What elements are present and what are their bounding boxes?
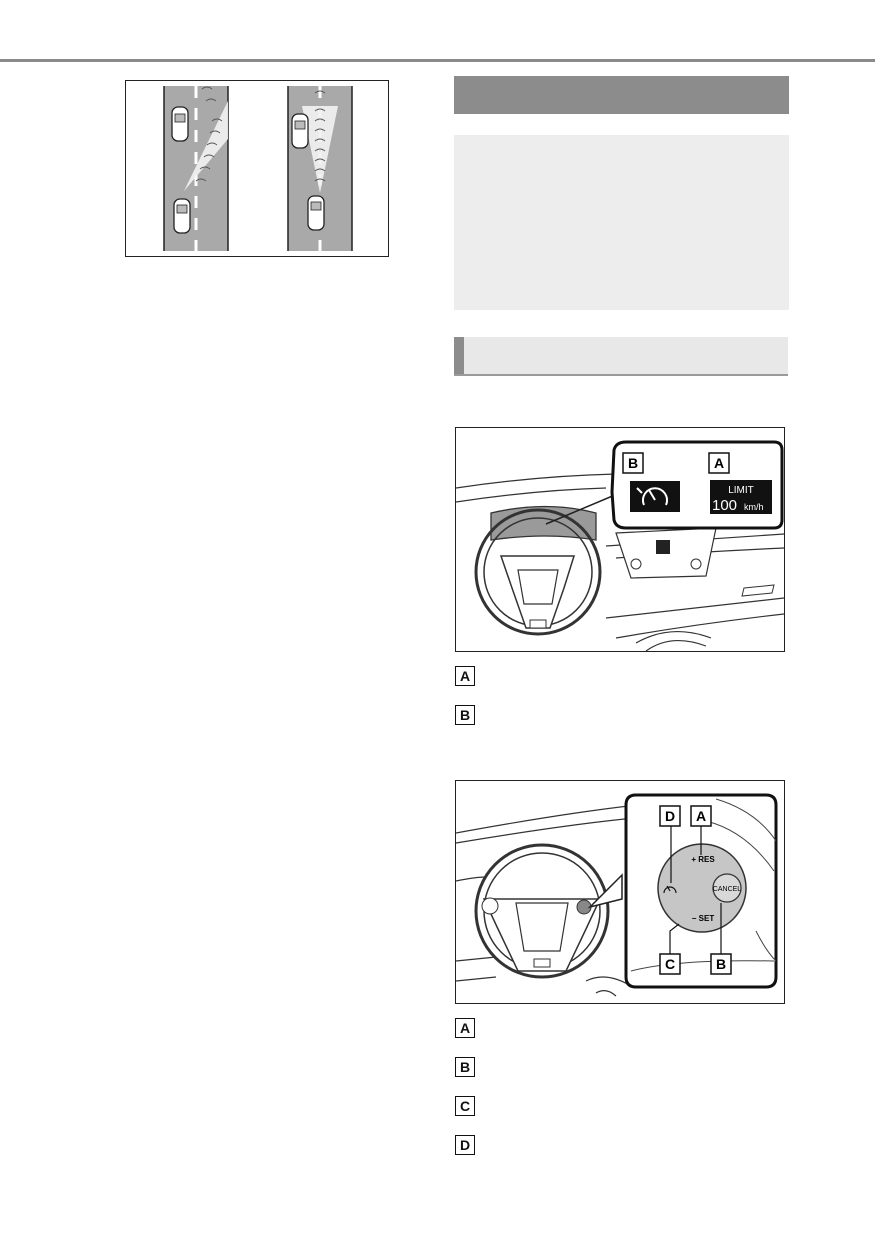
callout-a-label: A	[714, 455, 724, 471]
dashboard-illustration: B A LIMIT 100 km/h	[455, 427, 785, 652]
limit-unit: km/h	[744, 502, 764, 512]
legend-key-a: A	[455, 1018, 475, 1038]
lane-change-illustration	[125, 80, 389, 257]
limit-value: 100	[712, 497, 737, 514]
callout-b-label: B	[628, 455, 638, 471]
legend-key-c: C	[455, 1096, 475, 1116]
speed-limiter-switch-icon	[663, 885, 677, 894]
top-rule	[0, 59, 875, 62]
cancel-button-label: CANCEL	[713, 886, 742, 893]
switch-label-c: C	[665, 956, 675, 972]
legend-key-b: B	[455, 1057, 475, 1077]
switch-label-d: D	[665, 808, 675, 824]
section-header-bar	[454, 76, 789, 114]
steering-switches-illustration: CANCEL + RES − SET D A C B	[455, 780, 785, 1004]
set-label: − SET	[692, 914, 715, 923]
legend-key-b: B	[455, 705, 475, 725]
note-box	[454, 135, 789, 310]
speed-limiter-icon	[636, 487, 668, 506]
legend-key-a: A	[455, 666, 475, 686]
switch-label-b: B	[716, 956, 726, 972]
res-label: + RES	[691, 855, 715, 864]
switch-label-a: A	[696, 808, 706, 824]
limit-label: LIMIT	[728, 485, 754, 496]
legend-key-d: D	[455, 1135, 475, 1155]
subsection-header-bar	[454, 337, 788, 376]
